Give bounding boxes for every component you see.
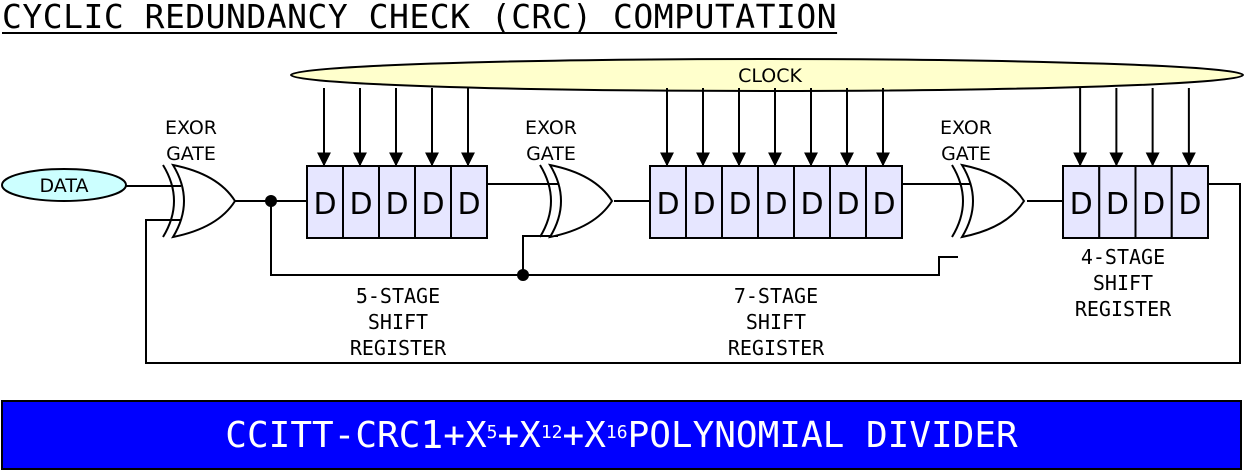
banner-constant: 1 (420, 413, 444, 457)
wire-feedback-loop (145, 183, 1241, 364)
d-flip-flop: D (1170, 165, 1209, 239)
flip-flop-label: D (764, 187, 787, 222)
register-caption: 7-STAGE (734, 284, 818, 308)
d-flip-flop: D (793, 165, 831, 239)
gate-label: EXOR (525, 117, 577, 139)
flip-flop-label: D (349, 187, 372, 222)
flip-flop-label: D (385, 187, 408, 222)
clock-source: CLOCK (290, 58, 1244, 92)
register-caption: 5-STAGE (356, 284, 440, 308)
junction-dot (517, 269, 529, 281)
d-flip-flop: D (649, 165, 687, 239)
wires (126, 183, 1241, 364)
d-flip-flop: D (685, 165, 723, 239)
exor-gate: EXOR GATE (940, 117, 1026, 239)
d-flip-flop: D (829, 165, 867, 239)
d-flip-flop: D (414, 165, 452, 239)
clock-lines (317, 88, 1196, 167)
gate-label: EXOR (940, 117, 992, 139)
register-caption: SHIFT (746, 310, 806, 334)
data-input: DATA (1, 168, 127, 202)
banner-exponent: 5 (486, 422, 498, 443)
d-flip-flop: D (342, 165, 380, 239)
wire-feedback-tap (270, 201, 958, 276)
flip-flop-label: D (313, 187, 336, 222)
flip-flop-label: D (1106, 187, 1129, 222)
flip-flop-label: D (872, 187, 895, 222)
banner-term: +X (562, 414, 606, 456)
data-label: DATA (40, 175, 89, 197)
flip-flop-label: D (1142, 187, 1165, 222)
register-caption: SHIFT (368, 310, 428, 334)
flip-flop-label: D (421, 187, 444, 222)
junction-dot (265, 195, 277, 207)
d-flip-flop: D (757, 165, 795, 239)
register-caption: 4-STAGE (1081, 245, 1165, 269)
flip-flop-label: D (692, 187, 715, 222)
gate-label: GATE (941, 143, 991, 165)
d-flip-flop: D (378, 165, 416, 239)
page-title: CYCLIC REDUNDANCY CHECK (CRC) COMPUTATIO… (2, 0, 838, 36)
banner-exponent: 12 (540, 422, 563, 443)
gate-label: EXOR (165, 117, 217, 139)
flip-flop-label: D (728, 187, 751, 222)
register-caption: REGISTER (728, 336, 825, 360)
gate-label: GATE (166, 143, 216, 165)
flip-flop-label: D (836, 187, 859, 222)
wire-tap-to-gate2 (522, 235, 558, 275)
gate-label: GATE (526, 143, 576, 165)
flip-flop-label: D (656, 187, 679, 222)
d-flip-flop: D (306, 165, 344, 239)
d-flip-flop: D (1062, 165, 1101, 239)
register-caption: REGISTER (350, 336, 447, 360)
d-flip-flop: D (450, 165, 488, 239)
flip-flop-label: D (457, 187, 480, 222)
exor-gate: EXOR GATE (162, 117, 237, 239)
register-caption: REGISTER (1075, 297, 1172, 321)
flip-flop-label: D (1070, 187, 1093, 222)
exor-gate: EXOR GATE (525, 117, 614, 239)
register-caption: SHIFT (1093, 271, 1153, 295)
banner-prefix: CCITT-CRC (225, 414, 421, 456)
flip-flop-label: D (800, 187, 823, 222)
banner-term: +X (497, 414, 541, 456)
d-flip-flop: D (721, 165, 759, 239)
banner-term: +X (443, 414, 487, 456)
flip-flop-label: D (1178, 187, 1201, 222)
banner-exponent: 16 (605, 422, 628, 443)
d-flip-flop: D (1134, 165, 1173, 239)
clock-label: CLOCK (738, 65, 802, 87)
d-flip-flop: D (865, 165, 903, 239)
d-flip-flop: D (1098, 165, 1137, 239)
banner-suffix: POLYNOMIAL DIVIDER (627, 414, 1018, 456)
